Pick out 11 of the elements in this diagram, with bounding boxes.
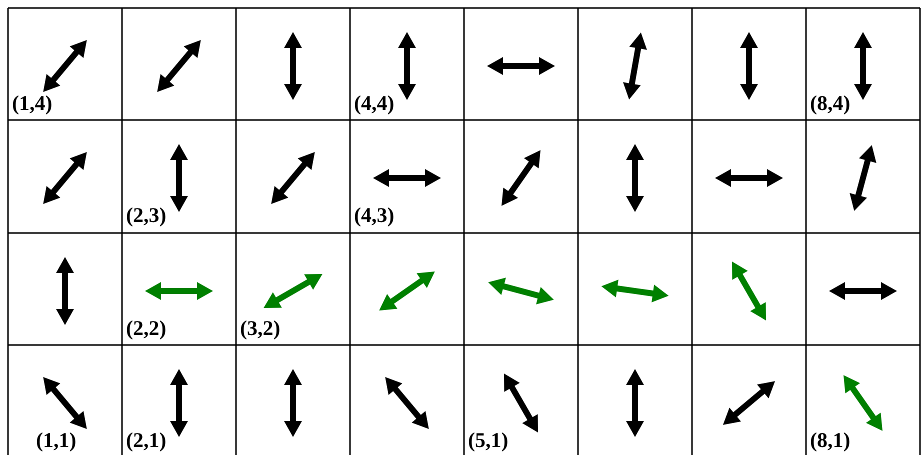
- coordinate-label: (8,1): [810, 429, 850, 451]
- coordinate-label: (1,1): [36, 429, 76, 451]
- coordinate-label: (2,1): [126, 429, 166, 451]
- coordinate-label: (4,3): [354, 204, 394, 226]
- coordinate-label: (5,1): [468, 429, 508, 451]
- coordinate-label: (1,4): [12, 92, 52, 114]
- coordinate-label: (2,3): [126, 204, 166, 226]
- coordinate-label: (2,2): [126, 317, 166, 339]
- coordinate-label: (4,4): [354, 92, 394, 114]
- coordinate-label: (8,4): [810, 92, 850, 114]
- coordinate-label: (3,2): [240, 317, 280, 339]
